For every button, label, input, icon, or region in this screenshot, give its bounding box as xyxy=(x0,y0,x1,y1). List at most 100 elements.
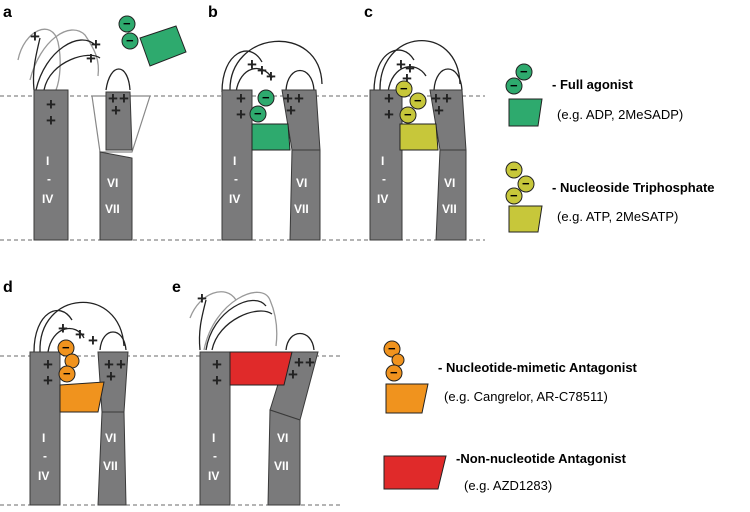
legend-nma-minus-1: − xyxy=(388,341,396,356)
panel-b-label: b xyxy=(208,4,218,21)
panel-b-plus-3: + xyxy=(266,67,276,86)
legend-ntp-title: - Nucleoside Triphosphate xyxy=(552,180,715,195)
panel-c-minus-3: − xyxy=(404,107,412,122)
panel-d-minus-2: − xyxy=(63,366,71,381)
panel-e-label: e xyxy=(172,279,181,296)
legend-nma-example: (e.g. Cangrelor, AR-C78511) xyxy=(444,389,608,404)
legend-nma-phosphate-3 xyxy=(385,364,403,382)
panel-a-plus-6: + xyxy=(108,89,118,108)
legend-full-agonist-example: (e.g. ADP, 2MeSADP) xyxy=(557,107,683,122)
panel-d-antagonist-base xyxy=(59,381,105,413)
legend-ntp-phosphate-2 xyxy=(517,175,535,193)
legend-ntp-minus-1: − xyxy=(510,162,518,177)
panel-d-plus-4: + xyxy=(43,355,53,374)
panel-a-helix-left-label-1: I xyxy=(46,154,49,168)
panel-b-helix-right-label-2: VII xyxy=(294,202,309,216)
panel-d-plus-7: + xyxy=(116,355,126,374)
panel-c-minus-2: − xyxy=(414,93,422,108)
panel-c-phosphate-1 xyxy=(395,80,413,98)
panel-c-minus-1: − xyxy=(400,81,408,96)
panel-c-plus-2: + xyxy=(405,59,415,78)
panel-b-helix-left-label-2: - xyxy=(234,172,238,186)
legend-ntp-phosphate-3 xyxy=(505,187,523,205)
panel-c-plus-8: + xyxy=(434,101,444,120)
panel-b-helix-left xyxy=(221,89,253,241)
legend-full-agonist-title: - Full agonist xyxy=(552,77,634,92)
panel-c-helix-left xyxy=(369,89,403,241)
panel-e-helix-right-label-2: VII xyxy=(274,459,289,473)
panel-d-helix-right-label-1: VI xyxy=(105,431,116,445)
panel-b-minus-1: − xyxy=(262,90,270,105)
panel-b-helix-right-label-1: VI xyxy=(296,176,307,190)
panel-c-label: c xyxy=(364,4,373,21)
legend-full-agonist-base xyxy=(508,98,543,127)
panel-c-phosphate-2 xyxy=(409,92,427,110)
panel-b-plus-5: + xyxy=(236,105,246,124)
panel-b-helix-left-label-3: IV xyxy=(229,192,240,206)
panel-e-plus-3: + xyxy=(212,371,222,390)
panel-c-helix-left-label-3: IV xyxy=(377,192,388,206)
panel-c-plus-3: + xyxy=(402,69,412,88)
panel-d: d + + + − − + + + + + I - IV VI VII xyxy=(3,279,129,506)
panel-a-helix-left-label-3: IV xyxy=(42,192,53,206)
panel-b-agonist-base xyxy=(251,123,291,151)
panel-a-phosphate-2 xyxy=(121,32,139,50)
panel-c-plus-7: + xyxy=(442,89,452,108)
panel-d-minus-1: − xyxy=(62,340,70,355)
panel-e-plus-5: + xyxy=(305,353,315,372)
panel-b-helix-right xyxy=(289,149,321,241)
panel-a-helix-right xyxy=(99,151,133,241)
panel-c-phosphate-3 xyxy=(399,106,417,124)
panel-a-right-loop xyxy=(105,68,131,91)
panel-d-helix-left-label-1: I xyxy=(42,431,45,445)
panel-d-helix-right-label-2: VII xyxy=(103,459,118,473)
panel-c-plus-4: + xyxy=(384,89,394,108)
panel-e-helix-right-label-1: VI xyxy=(277,431,288,445)
panel-c-plus-5: + xyxy=(384,105,394,124)
panel-c-helix-right xyxy=(435,149,467,241)
legend-nma-base xyxy=(385,383,429,414)
panel-a-plus-8: + xyxy=(111,101,121,120)
panel-a-plus-5: + xyxy=(46,111,56,130)
legend-nna-shape xyxy=(383,455,447,490)
legend-full-agonist-phosphate-1 xyxy=(515,63,533,81)
panel-d-helix-left-label-3: IV xyxy=(38,469,49,483)
panel-a-helix-left-label-2: - xyxy=(47,172,51,186)
panel-b-minus-2: − xyxy=(254,106,262,121)
panel-e-helix-right xyxy=(267,409,301,506)
panel-d-plus-8: + xyxy=(106,367,116,386)
panel-d-label: d xyxy=(3,279,13,296)
panel-b-phosphate-2 xyxy=(249,105,267,123)
panel-b-plus-4: + xyxy=(236,89,246,108)
panel-c-plus-6: + xyxy=(431,89,441,108)
panel-e-helix-left-label-1: I xyxy=(212,431,215,445)
panel-e: e + + + + + + I - IV VI VII xyxy=(172,279,319,506)
panel-a-loops xyxy=(17,28,101,91)
panel-d-plus-2: + xyxy=(75,325,85,344)
panel-e-plus-6: + xyxy=(288,365,298,384)
panel-d-phosphate-1 xyxy=(57,339,75,357)
panel-e-loops xyxy=(189,291,315,351)
panel-a-label: a xyxy=(3,4,12,21)
panel-a: a + + + + + I - IV + + + VI VII − − xyxy=(3,4,187,241)
panel-d-helix-left xyxy=(29,351,61,506)
panel-d-plus-3: + xyxy=(88,331,98,350)
legend-ntp-phosphate-1 xyxy=(505,161,523,179)
panel-c-helix-left-label-1: I xyxy=(381,154,384,168)
panel-a-helix-right-label-2: VII xyxy=(105,202,120,216)
panel-c-helix-left-label-2: - xyxy=(382,172,386,186)
legend-full-agonist-phosphate-2 xyxy=(505,77,523,95)
legend-nucleotide-mimetic-antagonist: − − - Nucleotide-mimetic Antagonist (e.g… xyxy=(383,340,638,414)
panel-a-agonist-base xyxy=(139,25,187,67)
panel-d-plus-6: + xyxy=(104,355,114,374)
legend-nucleoside-triphosphate: − − − - Nucleoside Triphosphate (e.g. AT… xyxy=(505,161,715,233)
legend-non-nucleotide-antagonist: -Non-nucleotide Antagonist (e.g. AZD1283… xyxy=(383,451,627,493)
panel-e-plus-2: + xyxy=(212,355,222,374)
panel-a-minus-1: − xyxy=(123,16,131,31)
panel-b-loops xyxy=(221,40,323,93)
panel-c: c + + + − − − + + + + + I - IV VI VII xyxy=(364,4,467,241)
panel-a-phosphate-1 xyxy=(118,15,136,33)
panel-e-plus-1: + xyxy=(197,289,207,308)
panel-a-plus-4: + xyxy=(46,95,56,114)
